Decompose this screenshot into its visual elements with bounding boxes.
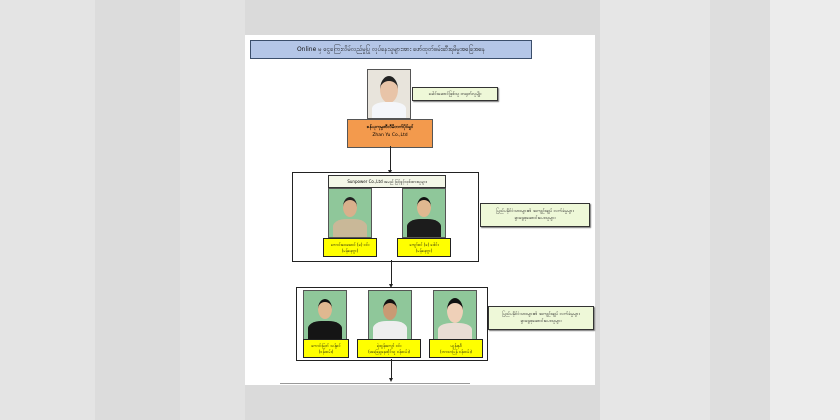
group1-note: ပြည်ပနိုင်ငံသားများ၏ အကျဉ်းချုပ် လက်ခံမှ…	[480, 203, 590, 227]
group1-header: Sunpower Co.,Ltd အမည် ဖြင့်ဖွင့်လှစ်ထားသ…	[328, 175, 446, 188]
member-label: ကောင်းမြတ် သန့်စင်(ဝန်ထမ်း)	[303, 339, 349, 358]
member-label: ကောင်းဝေအောင် (ခ) ဝင်း(မန်နေဂျာ)	[323, 238, 377, 257]
connector-arrow	[388, 146, 392, 174]
member-label: ရဲထွန်းကျော် ဝင်း(အခြေချနေထိုင်သူ ဝန်ထမ်…	[357, 339, 421, 358]
connector-arrow	[389, 260, 393, 288]
leader-company-mm: ဇန်ယုကုမ္ပဏီလီမိတက်ပိုင်ရှင်	[366, 125, 414, 130]
leader-note: ခေါင်းဆောင်ဖြစ်သူ တရုတ်လူမျိုး	[412, 87, 498, 101]
member-photo	[303, 290, 347, 340]
member-photo	[368, 290, 412, 340]
next-box-edge	[280, 383, 470, 386]
page-title: Online မှ ငွေကြေးလိမ်လည်မှုပြု လုပ်နေသူမ…	[250, 40, 532, 59]
group2-note: ပြည်ပနိုင်ငံသားများ၏ အကျဉ်းချုပ် လက်ခံမှ…	[488, 306, 594, 330]
document-page: Online မှ ငွေကြေးလိမ်လည်မှုပြု လုပ်နေသူမ…	[245, 35, 595, 385]
leader-company-en: Zhan Yu Co.,Ltd	[372, 133, 408, 138]
member-photo	[433, 290, 477, 340]
member-photo	[328, 188, 372, 238]
member-label: ယွန်းနဒီ(ဘာသာပြန် ဝန်ထမ်း)	[429, 339, 483, 358]
leader-photo	[367, 69, 411, 119]
member-photo	[402, 188, 446, 238]
member-label: ကျော်ဇင် (ခ) ဒေါင်း(မန်နေဂျာ)	[397, 238, 451, 257]
connector-arrow	[389, 359, 393, 382]
leader-company-box: ဇန်ယုကုမ္ပဏီလီမိတက်ပိုင်ရှင် Zhan Yu Co.…	[347, 119, 433, 148]
